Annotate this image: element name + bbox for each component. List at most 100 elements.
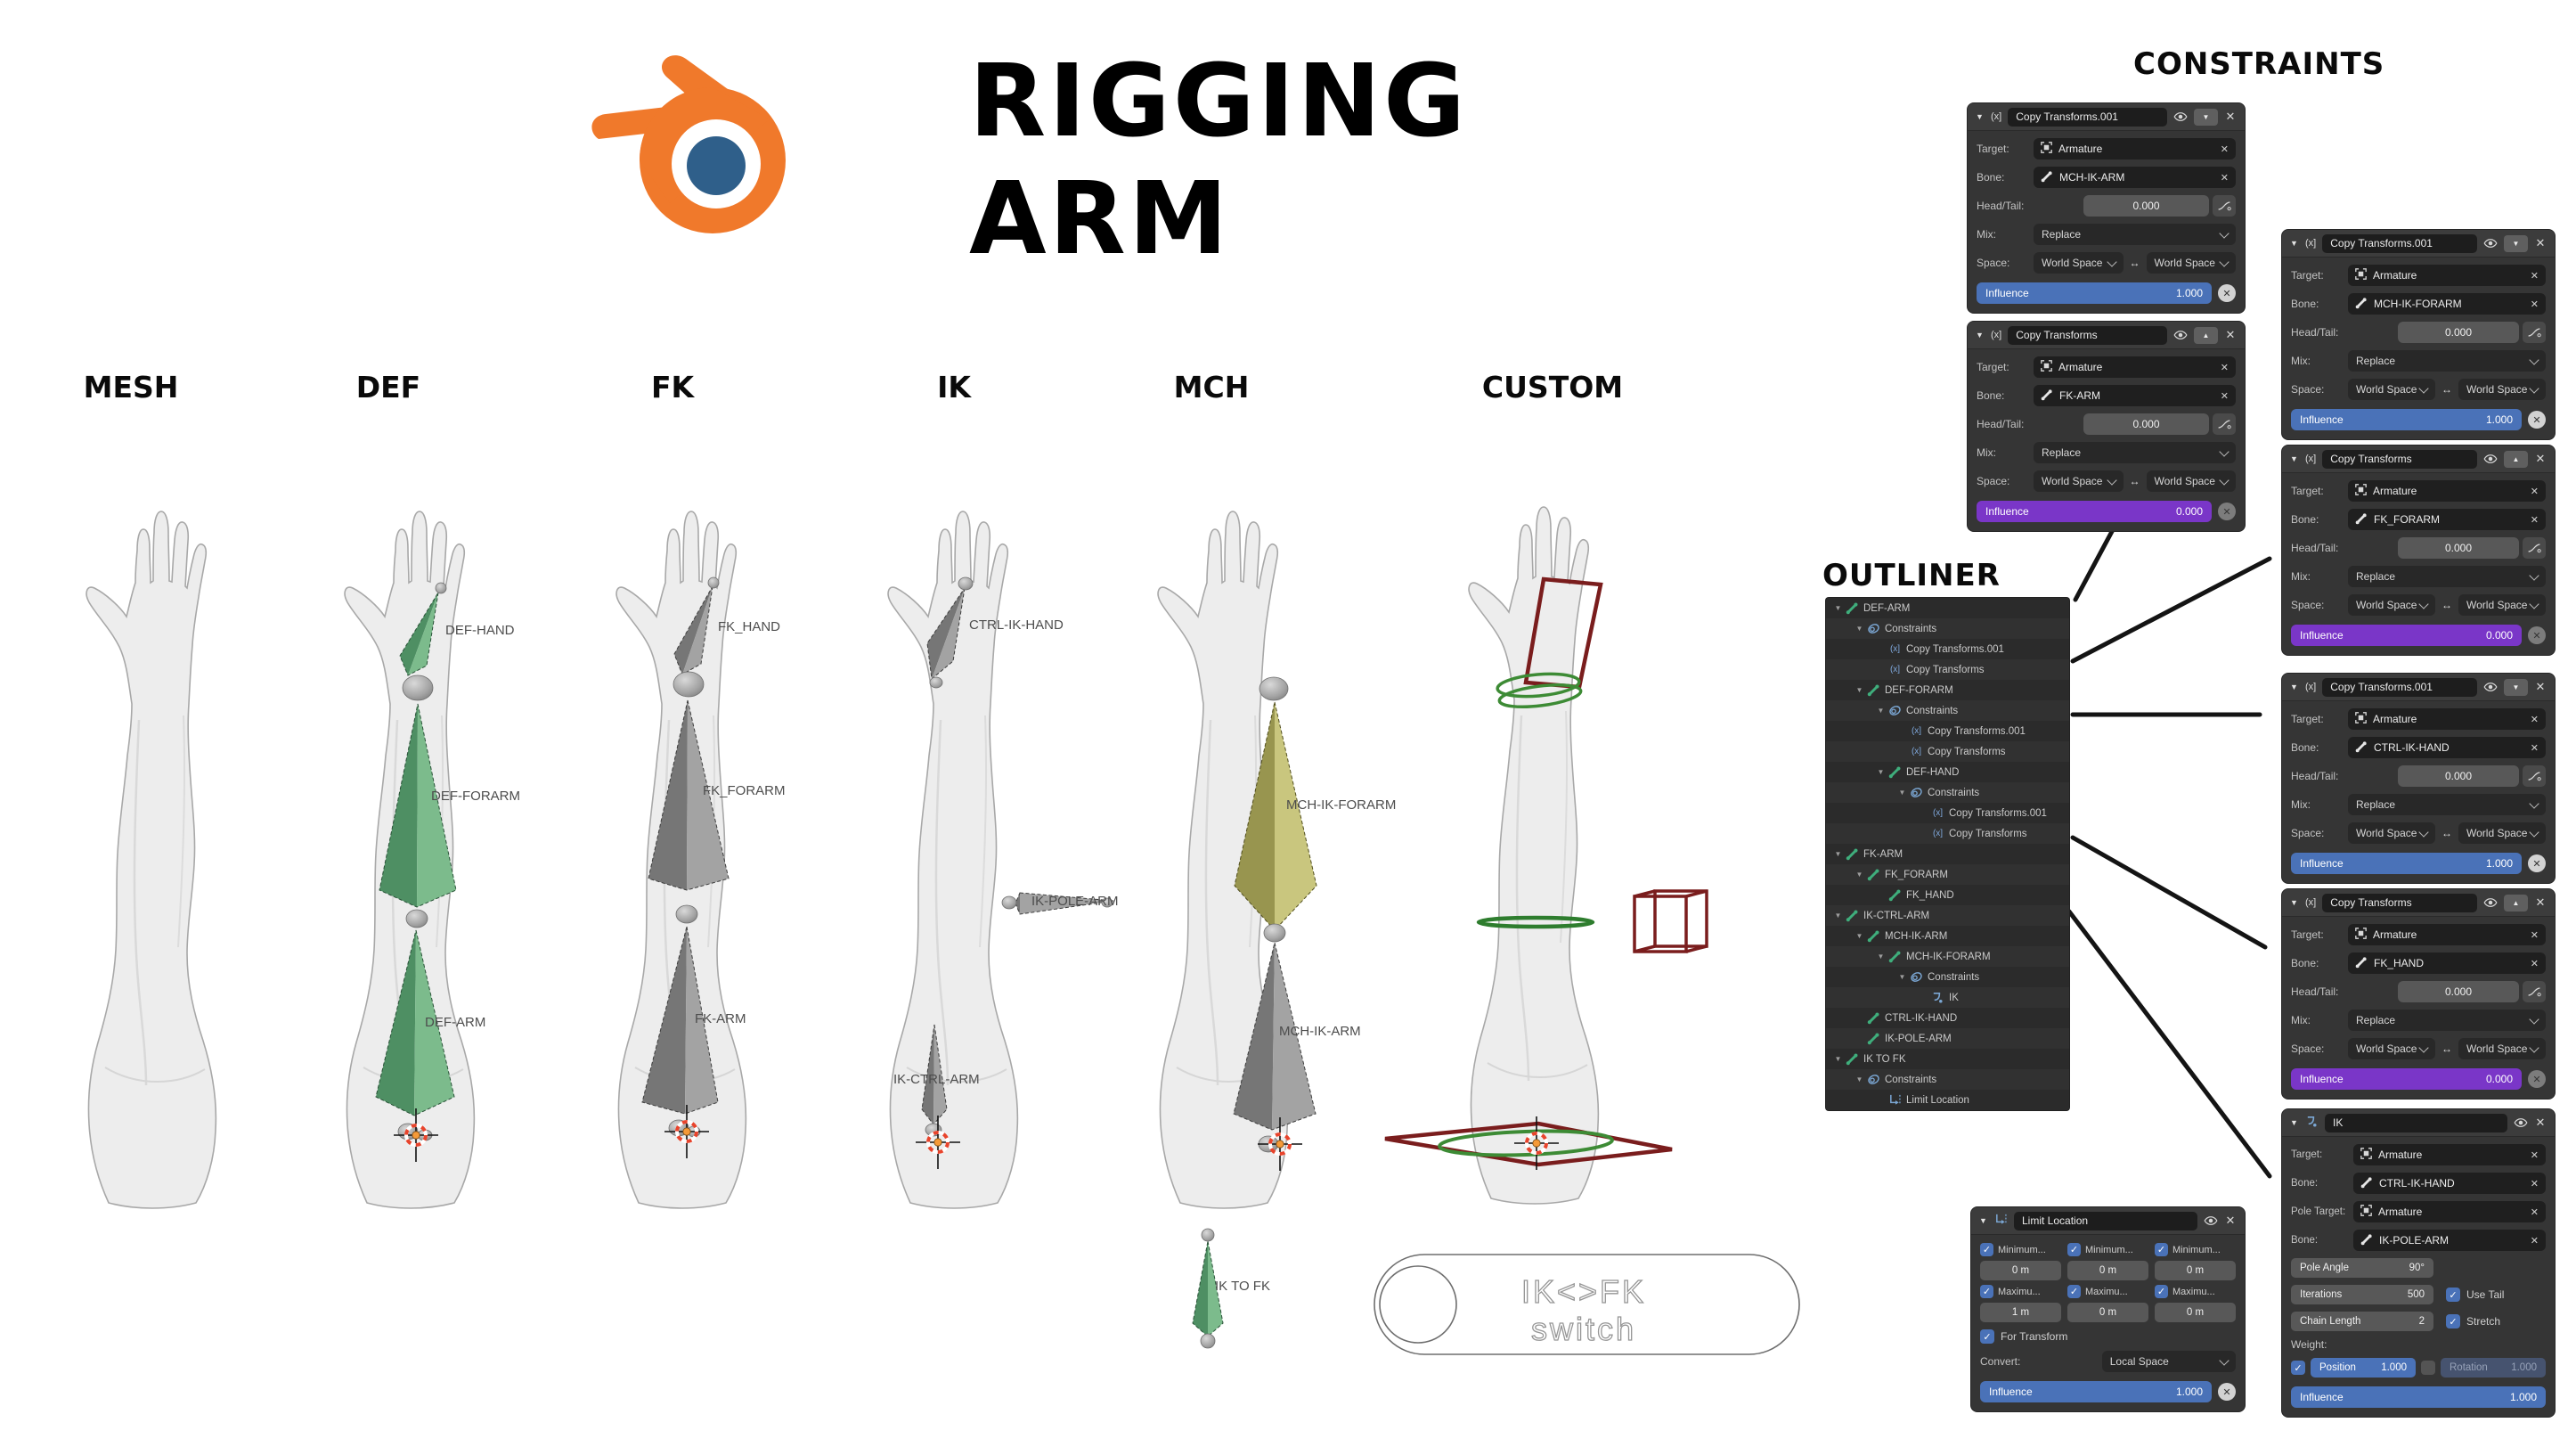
expand-arrow-icon[interactable]: ▼	[1834, 604, 1842, 612]
eye-icon[interactable]	[2483, 452, 2498, 466]
bone-field[interactable]: FK_FORARM✕	[2348, 509, 2546, 530]
bbone-curve-button[interactable]	[2213, 413, 2236, 435]
bone-ik-to-fk[interactable]	[1192, 1240, 1224, 1337]
outliner-row-ik-to-fk[interactable]: ▼IK TO FK	[1826, 1049, 2069, 1069]
outliner-row-fk-forarm[interactable]: ▼FK_FORARM	[1826, 864, 2069, 885]
bone-field[interactable]: FK-ARM✕	[2034, 385, 2236, 406]
bone-fk-arm[interactable]	[641, 926, 719, 1115]
expand-arrow-icon[interactable]: ▼	[1834, 850, 1842, 858]
max-y-value-slider[interactable]: 0 m	[2067, 1303, 2148, 1322]
panel-expand-icon[interactable]: ▼	[2290, 1118, 2298, 1127]
bbone-curve-button[interactable]	[2523, 765, 2546, 787]
bbone-curve-button[interactable]	[2523, 981, 2546, 1002]
outliner-row-mch-ik-forarm[interactable]: ▼MCH-IK-FORARM	[1826, 946, 2069, 967]
clear-field-icon[interactable]: ✕	[2530, 714, 2539, 725]
space-to-dropdown[interactable]: World Space	[2458, 594, 2546, 616]
expand-arrow-icon[interactable]: ▼	[1855, 871, 1863, 879]
use-rotation-checkbox[interactable]	[2421, 1361, 2435, 1375]
panel-expand-icon[interactable]: ▼	[2290, 683, 2298, 691]
panel-expand-icon[interactable]: ▼	[2290, 898, 2298, 907]
clear-field-icon[interactable]: ✕	[2530, 742, 2539, 754]
clear-influence-button[interactable]: ✕	[2528, 1070, 2546, 1088]
eye-icon[interactable]	[2483, 236, 2498, 250]
use-position-checkbox[interactable]: ✓	[2291, 1361, 2305, 1375]
clear-influence-button[interactable]: ✕	[2218, 503, 2236, 520]
expand-arrow-icon[interactable]: ▼	[1855, 625, 1863, 633]
outliner-row-ctrl-ik-hand[interactable]: CTRL-IK-HAND	[1826, 1008, 2069, 1028]
min-y-checkbox[interactable]: ✓	[2067, 1243, 2081, 1256]
close-icon[interactable]: ✕	[2225, 1214, 2236, 1227]
move-up-button[interactable]: ▲	[2504, 450, 2528, 468]
clear-field-icon[interactable]: ✕	[2530, 1149, 2539, 1161]
target-field[interactable]: Armature✕	[2348, 265, 2546, 286]
eye-icon[interactable]	[2173, 328, 2188, 342]
arm-mesh-figures[interactable]	[85, 505, 1600, 1210]
close-icon[interactable]: ✕	[2535, 1116, 2546, 1129]
min-z-checkbox[interactable]: ✓	[2155, 1243, 2168, 1256]
expand-arrow-icon[interactable]: ▼	[1855, 1075, 1863, 1083]
outliner-row-constraints[interactable]: ▼Constraints	[1826, 782, 2069, 803]
outliner-row-fk-arm[interactable]: ▼FK-ARM	[1826, 844, 2069, 864]
expand-arrow-icon[interactable]: ▼	[1834, 912, 1842, 920]
clear-field-icon[interactable]: ✕	[2530, 929, 2539, 941]
clear-field-icon[interactable]: ✕	[2530, 1178, 2539, 1189]
outliner-row-ik-ctrl-arm[interactable]: ▼IK-CTRL-ARM	[1826, 905, 2069, 926]
mix-dropdown[interactable]: Replace	[2348, 350, 2546, 372]
bone-ik-pole-arm[interactable]	[1015, 892, 1114, 915]
eye-icon[interactable]	[2204, 1214, 2218, 1228]
outliner-row-def-hand[interactable]: ▼DEF-HAND	[1826, 762, 2069, 782]
clear-influence-button[interactable]: ✕	[2218, 284, 2236, 302]
expand-arrow-icon[interactable]: ▼	[1877, 768, 1885, 776]
armature-bones[interactable]	[375, 576, 1317, 1349]
mix-dropdown[interactable]: Replace	[2034, 224, 2236, 245]
max-z-value-slider[interactable]: 0 m	[2155, 1303, 2236, 1322]
expand-arrow-icon[interactable]: ▼	[1898, 973, 1906, 981]
bone-def-arm[interactable]	[375, 929, 455, 1116]
outliner-row-fk-hand[interactable]: FK_HAND	[1826, 885, 2069, 905]
outliner-row-constraints[interactable]: ▼Constraints	[1826, 1069, 2069, 1090]
outliner-row-constraints[interactable]: ▼Constraints	[1826, 700, 2069, 721]
target-field[interactable]: Armature✕	[2034, 138, 2236, 159]
expand-arrow-icon[interactable]: ▼	[1877, 707, 1885, 715]
outliner-row-copy-transforms-001[interactable]: (x]Copy Transforms.001	[1826, 639, 2069, 659]
target-field[interactable]: Armature✕	[2348, 924, 2546, 945]
constraint-name-field[interactable]: Copy Transforms.001	[2322, 233, 2477, 253]
expand-arrow-icon[interactable]: ▼	[1855, 686, 1863, 694]
space-to-dropdown[interactable]: World Space	[2458, 1038, 2546, 1059]
mix-dropdown[interactable]: Replace	[2348, 794, 2546, 815]
bone-mch-ik-arm[interactable]	[1233, 942, 1317, 1131]
target-field[interactable]: Armature✕	[2034, 356, 2236, 378]
bone-def-forarm[interactable]	[379, 703, 457, 908]
clear-field-icon[interactable]: ✕	[2530, 514, 2539, 526]
clear-field-icon[interactable]: ✕	[2530, 298, 2539, 310]
constraint-name-field[interactable]: Limit Location	[2014, 1211, 2197, 1230]
eye-icon[interactable]	[2483, 680, 2498, 694]
target-field[interactable]: Armature✕	[2348, 480, 2546, 502]
eye-icon[interactable]	[2514, 1116, 2528, 1130]
constraint-name-field[interactable]: IK	[2325, 1113, 2507, 1132]
clear-field-icon[interactable]: ✕	[2530, 958, 2539, 969]
outliner-row-copy-transforms[interactable]: (x]Copy Transforms	[1826, 659, 2069, 680]
outliner-row-mch-ik-arm[interactable]: ▼MCH-IK-ARM	[1826, 926, 2069, 946]
max-x-value-slider[interactable]: 1 m	[1980, 1303, 2061, 1322]
outliner-row-constraints[interactable]: ▼Constraints	[1826, 618, 2069, 639]
outliner-row-def-forarm[interactable]: ▼DEF-FORARM	[1826, 680, 2069, 700]
close-icon[interactable]: ✕	[2535, 895, 2546, 909]
close-icon[interactable]: ✕	[2535, 236, 2546, 249]
space-from-dropdown[interactable]: World Space	[2348, 1038, 2435, 1059]
panel-expand-icon[interactable]: ▼	[2290, 454, 2298, 463]
outliner-row-def-arm[interactable]: ▼DEF-ARM	[1826, 598, 2069, 618]
constraint-name-field[interactable]: Copy Transforms	[2322, 449, 2477, 469]
max-x-checkbox[interactable]: ✓	[1980, 1285, 1993, 1298]
clear-field-icon[interactable]: ✕	[2530, 1235, 2539, 1247]
bbone-curve-button[interactable]	[2213, 195, 2236, 217]
